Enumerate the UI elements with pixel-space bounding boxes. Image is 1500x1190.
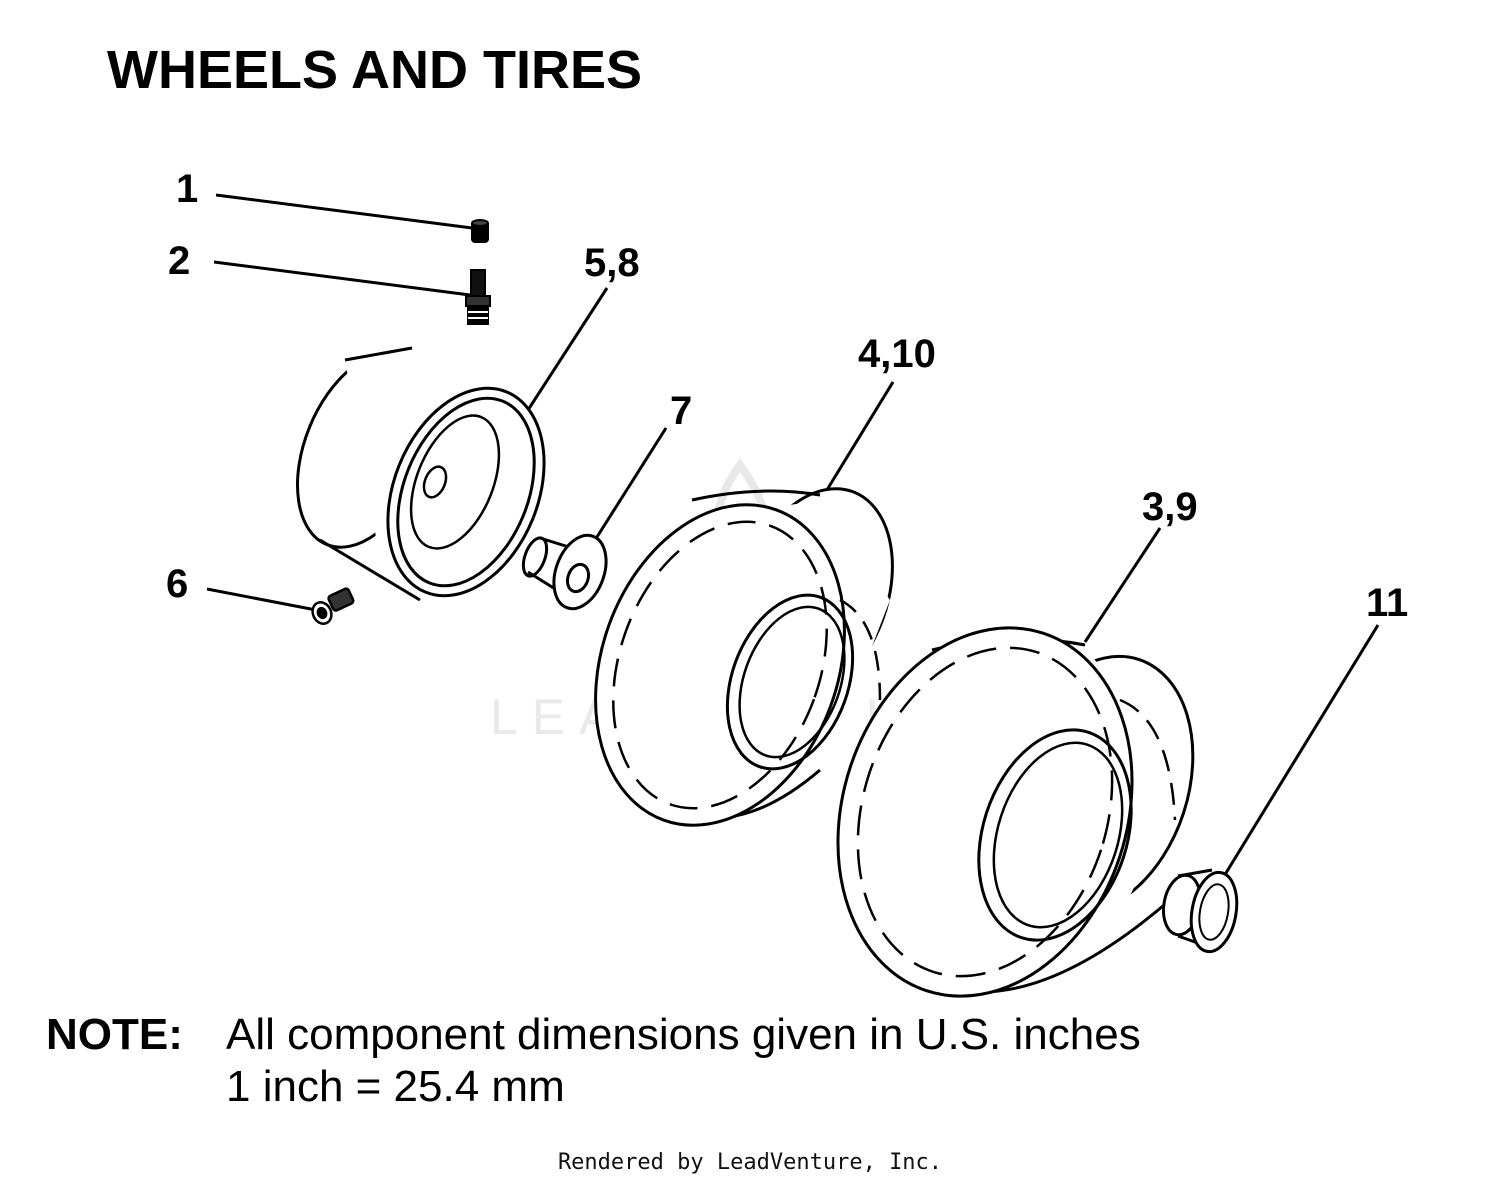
note-text-line2: 1 inch = 25.4 mm	[226, 1062, 565, 1111]
callout-2: 2	[168, 239, 190, 283]
leader-lines	[206, 193, 1380, 887]
end-cap-part	[1162, 868, 1239, 954]
bolt-part	[311, 587, 355, 625]
rear-tire-part	[836, 626, 1195, 998]
callout-7: 7	[670, 389, 692, 433]
parts-diagram: 1 2 5,8 7 4,10 3,9 6 11	[166, 167, 1408, 998]
leader-39	[1083, 527, 1162, 643]
callout-6: 6	[166, 562, 188, 606]
wheel-rim-part	[296, 346, 546, 602]
bushing-part	[521, 533, 608, 611]
footer-credit: Rendered by LeadVenture, Inc.	[557, 1150, 943, 1175]
callout-11: 11	[1366, 581, 1408, 625]
leader-58	[526, 287, 609, 411]
callout-4-10: 4,10	[858, 332, 936, 376]
leader-1	[215, 193, 473, 230]
callout-3-9: 3,9	[1142, 485, 1198, 529]
valve-stem-part	[465, 269, 491, 325]
front-tire-part	[594, 487, 894, 827]
valve-cap-part	[471, 219, 489, 243]
leader-7	[588, 427, 668, 549]
callout-5-8: 5,8	[584, 241, 640, 285]
note-label: NOTE:	[46, 1010, 183, 1059]
page-title: WHEELS AND TIRES	[107, 40, 643, 100]
note-text-line1: All component dimensions given in U.S. i…	[226, 1010, 1141, 1059]
leader-410	[820, 381, 895, 499]
leader-2	[213, 260, 471, 297]
leader-6	[206, 587, 317, 612]
callout-1: 1	[176, 167, 198, 211]
leader-11	[1216, 624, 1380, 887]
